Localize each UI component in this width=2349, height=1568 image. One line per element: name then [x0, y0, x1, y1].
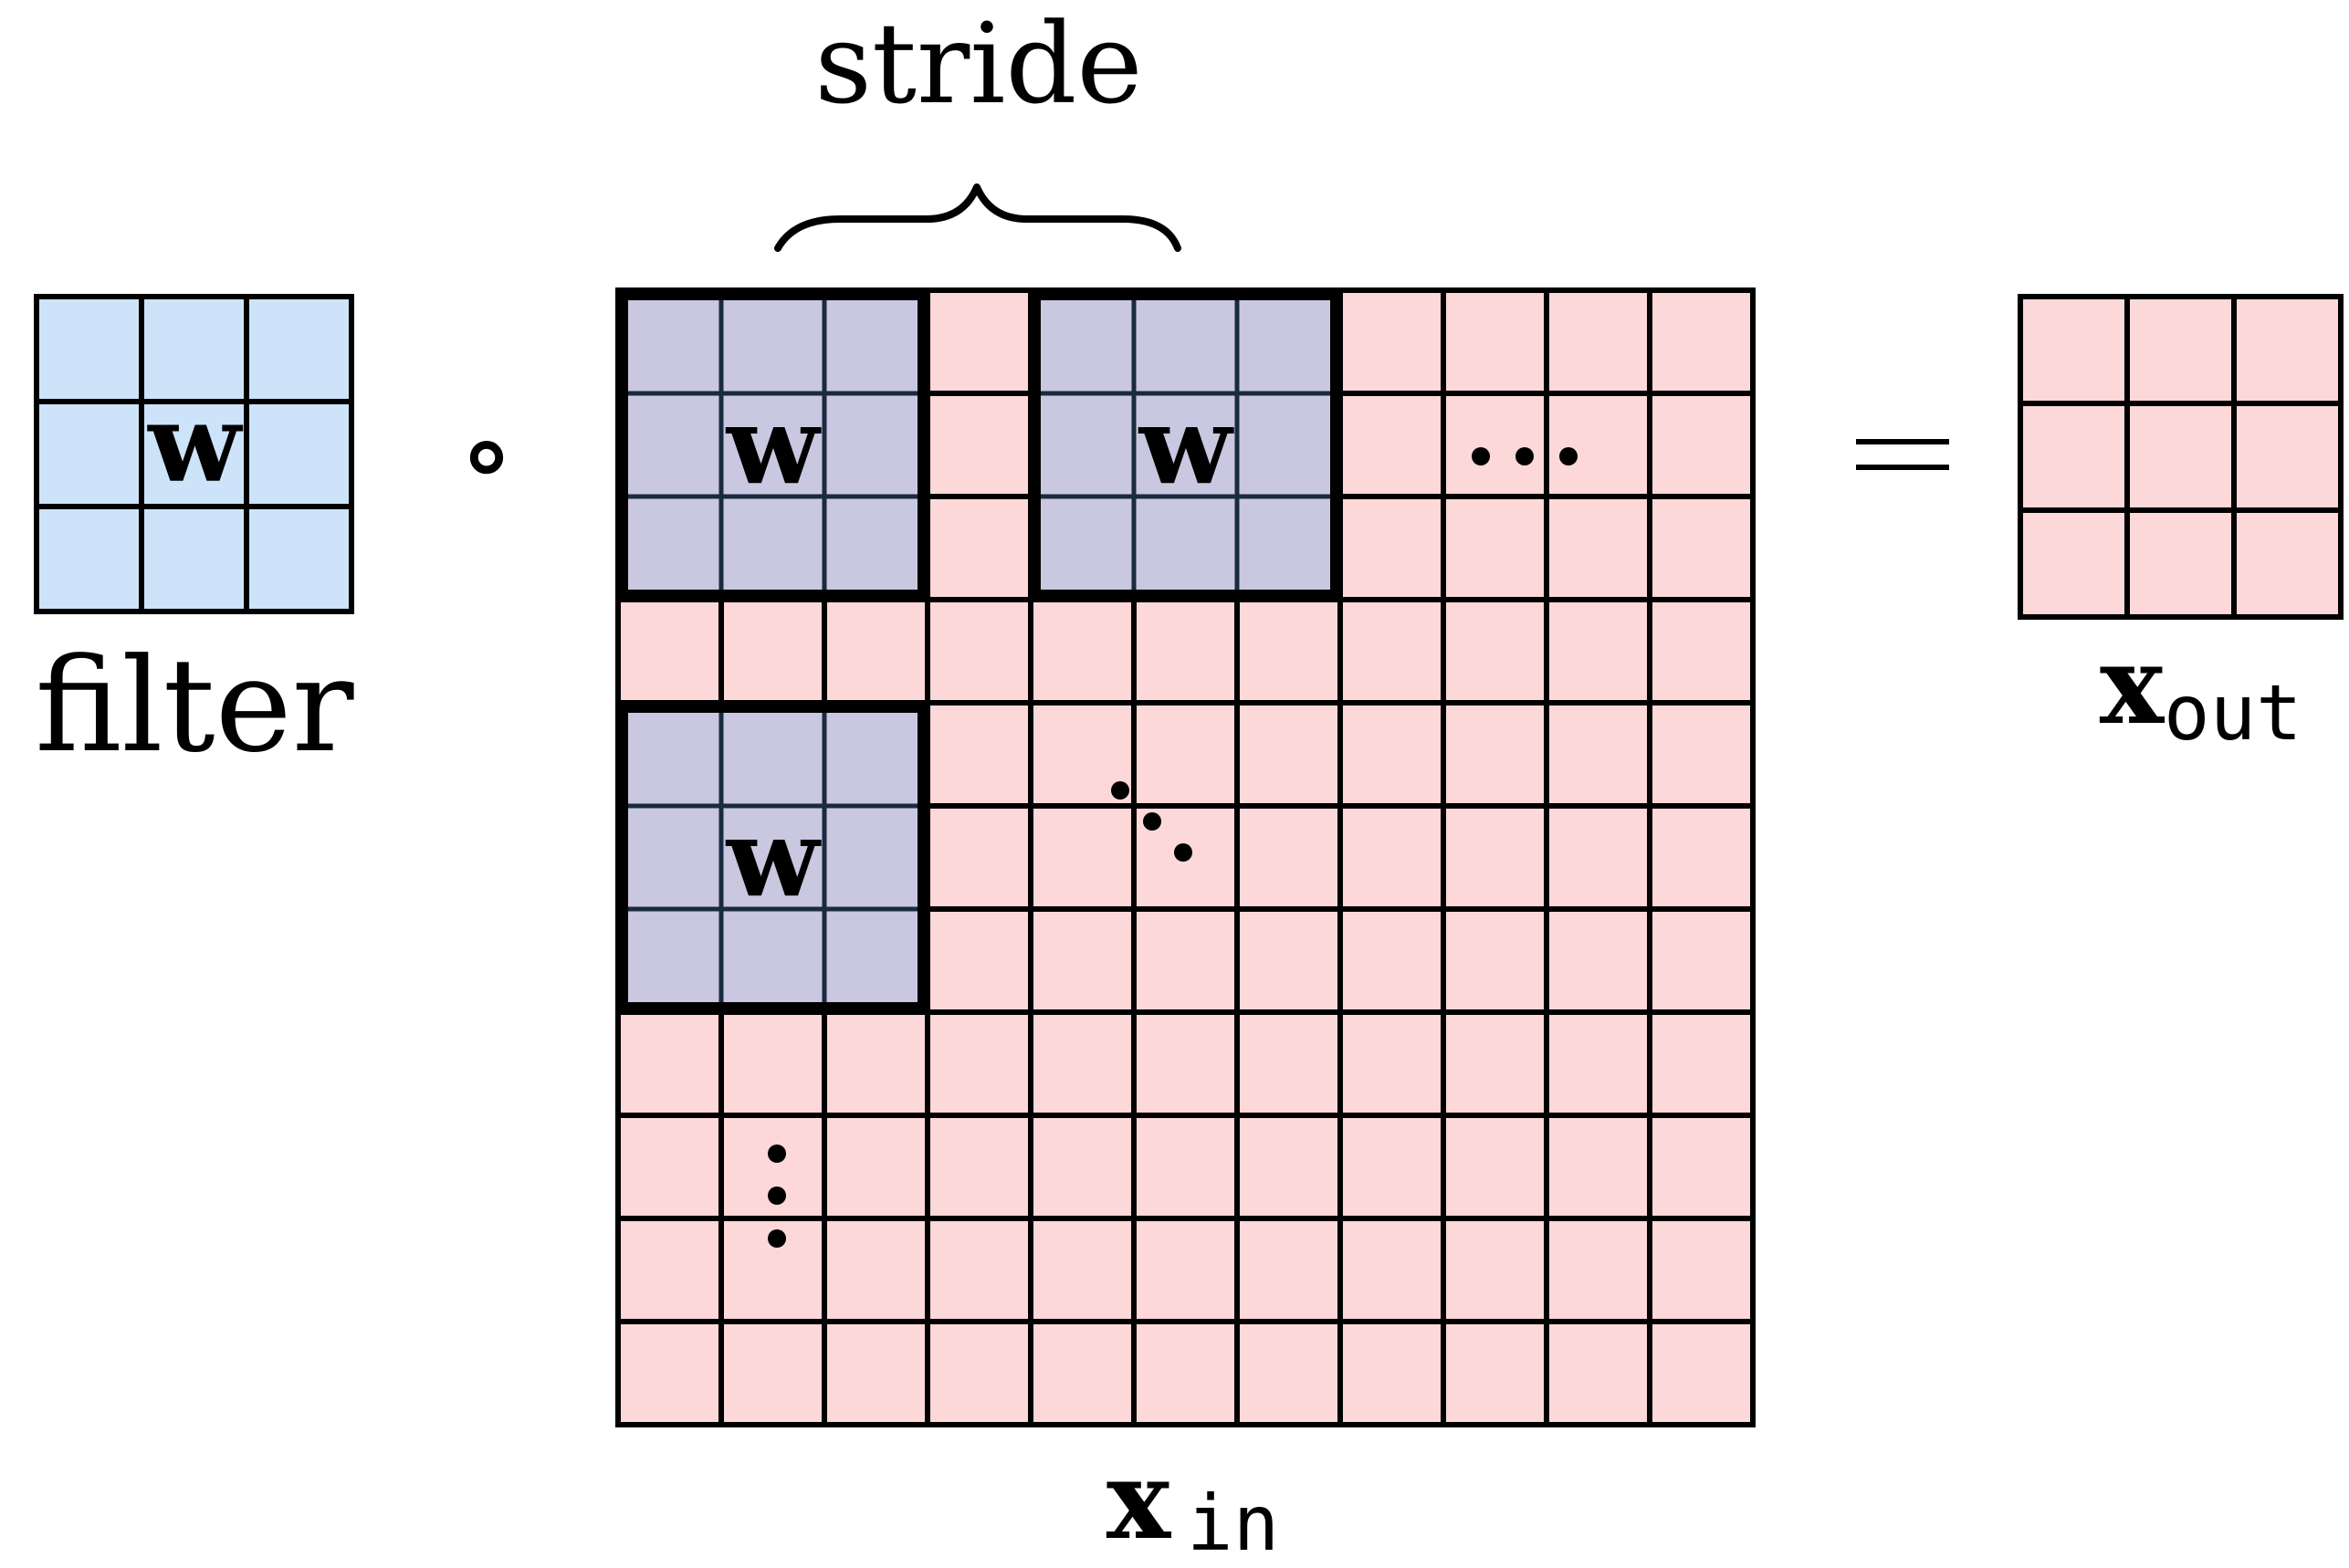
filter-grid	[34, 294, 354, 614]
input-label: x	[1106, 1437, 1172, 1563]
stride-brace	[774, 183, 1181, 252]
equals-symbol	[1856, 439, 1949, 470]
output-label-subscript: out	[2164, 668, 2302, 758]
composition-operator-symbol: ∘	[457, 384, 516, 523]
filter-window-border	[1028, 287, 1343, 602]
horizontal-ellipsis	[1472, 447, 1578, 465]
filter-cell-background	[37, 297, 351, 612]
filter-window-2: w	[1028, 287, 1343, 602]
input-label-subscript: in	[1187, 1479, 1279, 1568]
filter-window-3: w	[615, 700, 930, 1015]
stride-label: stride	[814, 0, 1142, 129]
vertical-ellipsis	[768, 1145, 786, 1248]
filter-window-weight-label: w	[725, 382, 822, 509]
filter-window-fill	[1031, 290, 1340, 600]
filter-window-weight-label: w	[1138, 382, 1234, 509]
filter-window-fill	[618, 703, 928, 1012]
input-label-main: x	[1106, 1437, 1172, 1563]
output-cell-background	[2020, 297, 2341, 617]
filter-window-border	[615, 287, 930, 602]
filter-label: filter	[35, 631, 353, 781]
filter-weight-label: w	[146, 380, 243, 507]
output-label-main: x	[2100, 622, 2165, 748]
filter-windows: w w w	[615, 287, 1343, 1015]
filter-window-border	[615, 700, 930, 1015]
filter-window-weight-label: w	[725, 795, 822, 922]
filter-window-fill	[618, 290, 928, 600]
output-grid	[2018, 294, 2344, 620]
diagonal-ellipsis	[1111, 781, 1192, 862]
filter-window-1: w	[615, 287, 930, 602]
